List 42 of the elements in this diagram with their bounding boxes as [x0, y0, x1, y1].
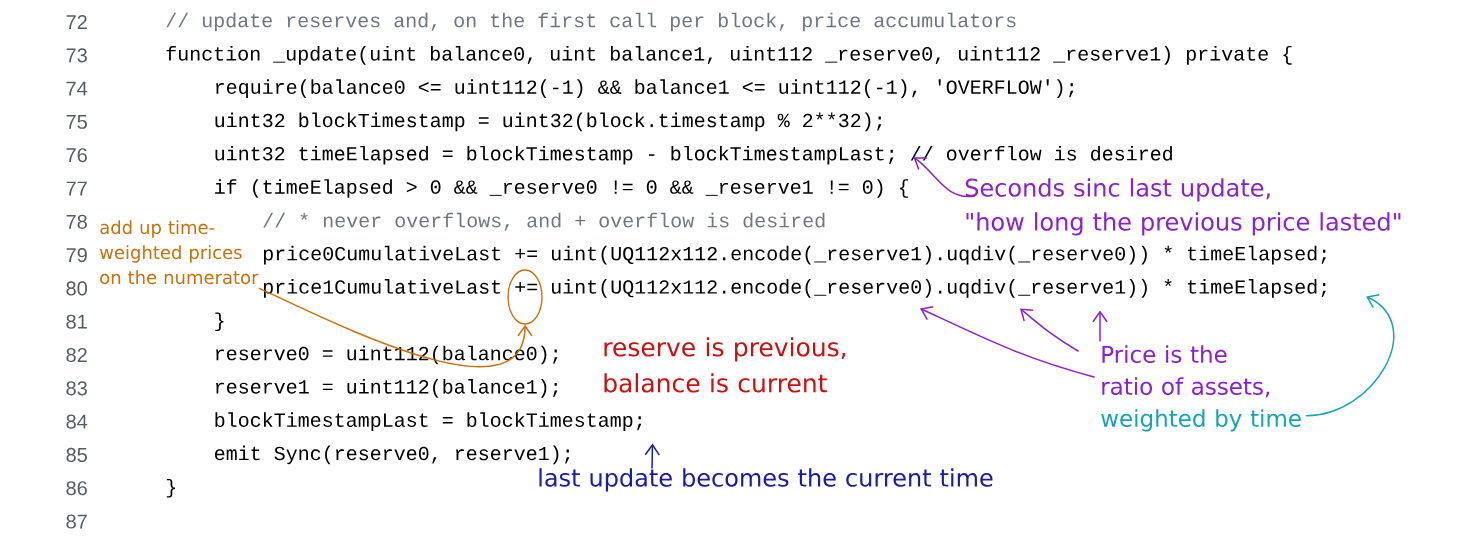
leader-line: [1305, 294, 1395, 417]
line-number: 78: [66, 214, 87, 229]
leader-line: [920, 306, 1095, 378]
code-line: // update reserves and, on the first call per block, price accumulators: [166, 12, 1016, 32]
line-number: 72: [66, 15, 87, 29]
code-line: // * never overflows, and + overflow is desired: [263, 212, 825, 231]
leader-line: [644, 443, 661, 469]
line-number: 85: [66, 447, 87, 462]
code-line: reserve1 = uint112(balance1);: [216, 379, 558, 398]
code-line: }: [166, 478, 175, 498]
line-number: 87: [66, 514, 87, 529]
leader-line: [1020, 308, 1079, 352]
line-number: 77: [66, 181, 87, 196]
line-number: 75: [66, 114, 87, 129]
code-line: require(balance0 <= uint112(-1) && balance1 <= uint112(-1), 'OVERFLOW');: [216, 79, 1074, 98]
handwritten-note: last update becomes the current time: [539, 468, 993, 492]
line-number: 80: [66, 281, 87, 296]
line-number: 82: [66, 347, 87, 363]
line-number: 73: [66, 48, 87, 63]
handwritten-note: add up time-weighted prices on the numerator: [99, 220, 259, 285]
code-line: function _update(uint balance0, uint balance1, uint112 _reserve0, uint112 _reserve1) private {: [166, 46, 1292, 65]
line-number: 83: [66, 381, 87, 396]
circled-operator: [507, 269, 543, 325]
handwritten-note: Price is the ratio of assets, weighted by time: [1101, 345, 1301, 432]
handwritten-note: Seconds sinc last update, "how long the previous price lasted": [965, 178, 1401, 236]
code-line: uint32 timeElapsed = blockTimestamp - blockTimestampLast; // overflow is desired: [215, 145, 1172, 165]
code-line: emit Sync(reserve0, reserve1);: [215, 445, 570, 465]
code-line: price0CumulativeLast += uint(UQ112x112.encode(_reserve1).uqdiv(_reserve0)) * timeElapsed;: [263, 245, 1326, 265]
leader-line: [1092, 310, 1108, 342]
line-number: 79: [66, 248, 87, 263]
line-number: 74: [66, 81, 88, 96]
code-line: if (timeElapsed > 0 && _reserve0 != 0 && _reserve1 != 0) {: [215, 179, 909, 198]
code-line: uint32 blockTimestamp = uint32(block.timestamp % 2**32);: [215, 112, 882, 132]
line-number: 76: [66, 148, 87, 163]
line-number: 86: [66, 481, 87, 496]
handwritten-note: reserve is previous, balance is current: [604, 337, 846, 393]
line-number: 81: [66, 314, 87, 329]
code-line: price1CumulativeLast += uint(UQ112x112.encode(_reserve0).uqdiv(_reserve1)) * timeElapsed;: [263, 279, 1326, 298]
code-line: }: [215, 312, 224, 332]
leader-line: [913, 157, 975, 198]
line-number: 84: [66, 414, 88, 429]
code-line: blockTimestampLast = blockTimestamp;: [215, 412, 642, 431]
